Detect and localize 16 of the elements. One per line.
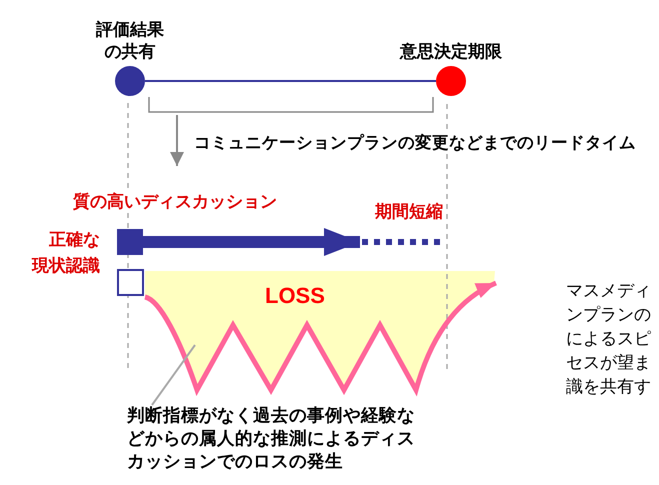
body-text-line: によるスピ [566,329,651,350]
body-text-line: マスメディ [566,281,651,302]
edge-label: 質の高いディスカッション [73,190,277,213]
side-label: 正確な現状認識 [32,229,100,278]
hollow-square [117,269,144,296]
body-text-line: セスが望ま [566,353,651,374]
milestone-label: 意思決定期限 [398,41,503,63]
body-text-line: ンプランの [566,305,651,326]
lead-time-label: コミュニケーションプランの変更などまでのリードタイム [194,132,636,154]
timeline-line [145,80,436,82]
shortening-label: 期間短縮 [375,201,443,223]
start-square [117,229,143,255]
milestone-label: 評価結果の共有 [94,19,165,63]
note-text: 判断指標がなく過去の事例や経験などからの属人的な推測によるディスカッションでのロスの発生 [127,405,416,474]
thick-arrow [143,228,360,256]
body-text-line: 識を共有す [566,377,651,398]
